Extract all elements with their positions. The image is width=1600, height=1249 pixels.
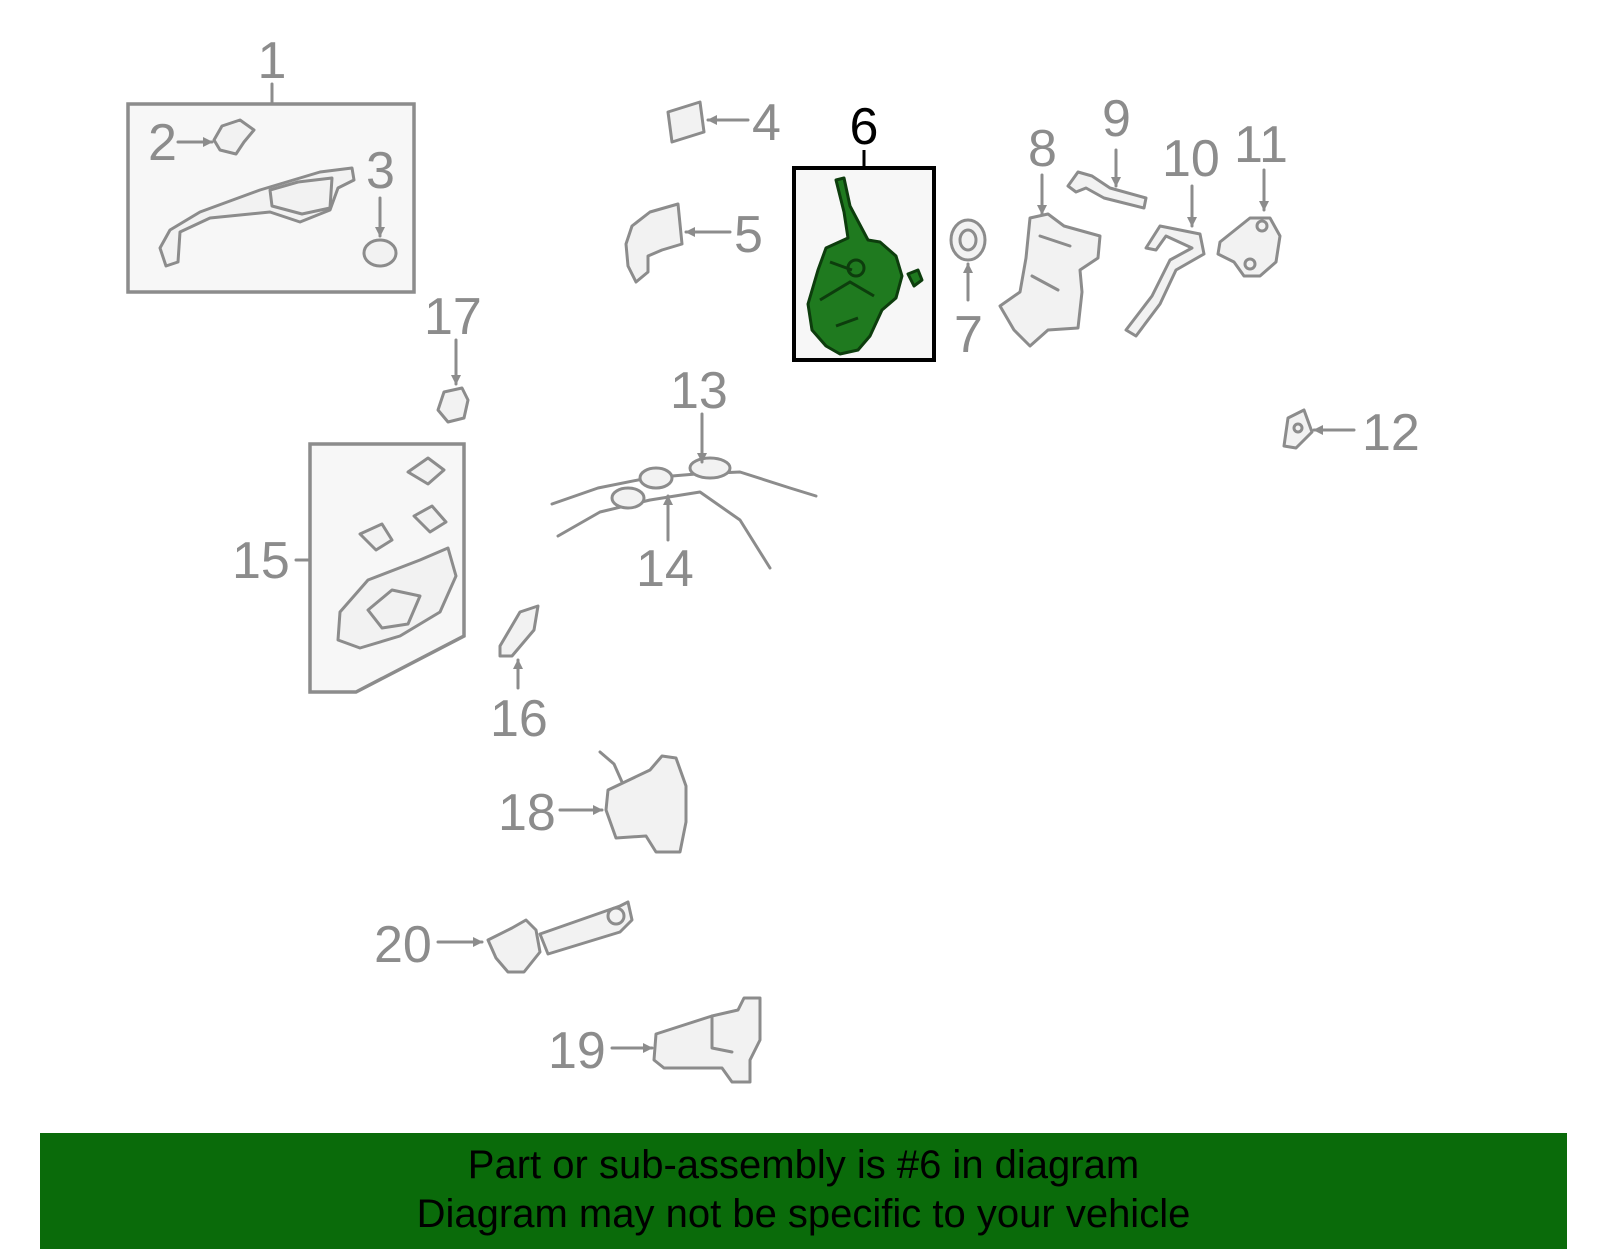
part-13-14-cables[interactable]: [550, 412, 818, 570]
callout-15: 15: [232, 532, 290, 590]
callout-7: 7: [954, 306, 983, 364]
part-4-clip[interactable]: [666, 100, 750, 144]
callout-1: 1: [258, 32, 287, 90]
part-15-inside-handle-group[interactable]: [294, 442, 466, 694]
info-banner: Part or sub-assembly is #6 in diagram Di…: [40, 1133, 1567, 1249]
callout-12: 12: [1362, 404, 1420, 462]
part-18-door-check[interactable]: [558, 750, 688, 854]
part-12-clip[interactable]: [1282, 408, 1356, 450]
callout-11: 11: [1234, 116, 1288, 174]
part-7-grommet[interactable]: [949, 218, 987, 302]
part-20-check-link[interactable]: [436, 900, 634, 974]
part-1-outside-handle-group[interactable]: [126, 82, 416, 294]
banner-line-2: Diagram may not be specific to your vehi…: [416, 1192, 1191, 1236]
callout-19: 19: [548, 1022, 606, 1080]
callout-16: 16: [490, 690, 548, 748]
callout-18: 18: [498, 784, 556, 842]
part-17-clip[interactable]: [436, 338, 470, 424]
callout-8: 8: [1028, 120, 1057, 178]
callout-5: 5: [734, 206, 763, 264]
callout-3: 3: [366, 142, 395, 200]
callout-10: 10: [1162, 130, 1220, 188]
part-16-cover[interactable]: [498, 604, 540, 690]
callout-labels: 1 2 3 4 5 6 7 8 9 10 11 12 13 14 15 16 1…: [148, 32, 1420, 1080]
callout-9: 9: [1102, 90, 1131, 148]
part-9-rod[interactable]: [1066, 148, 1148, 210]
callout-2: 2: [148, 114, 177, 172]
part-5-bracket[interactable]: [624, 202, 732, 284]
part-19-hinge[interactable]: [610, 996, 762, 1084]
part-6-door-lock-actuator[interactable]: [792, 150, 936, 362]
callout-14: 14: [636, 540, 694, 598]
callout-4: 4: [752, 94, 781, 152]
part-11-striker[interactable]: [1216, 168, 1282, 278]
callout-17: 17: [424, 288, 482, 346]
part-8-latch[interactable]: [998, 173, 1102, 348]
callout-20: 20: [374, 916, 432, 974]
callout-13: 13: [670, 362, 728, 420]
banner-line-1: Part or sub-assembly is #6 in diagram: [467, 1143, 1140, 1187]
callout-6: 6: [850, 98, 879, 156]
part-10-rod[interactable]: [1124, 184, 1206, 338]
